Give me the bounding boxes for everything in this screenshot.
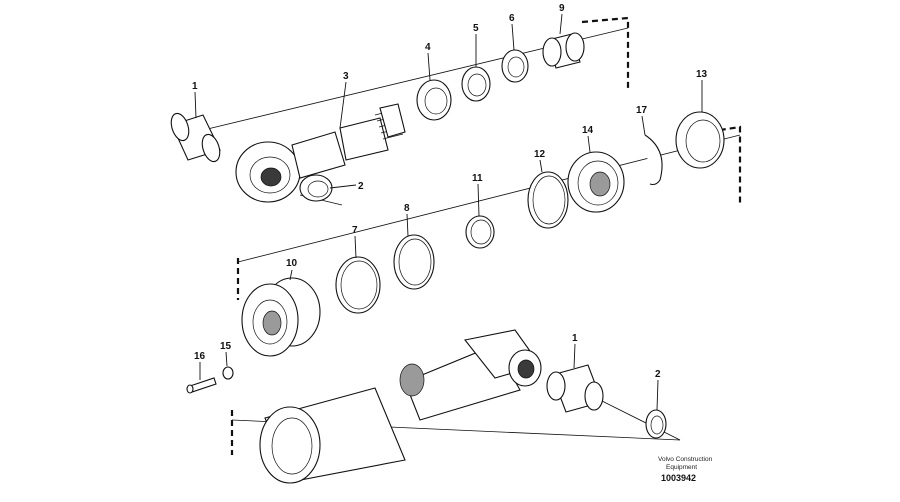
callout-5: 5 [473, 23, 479, 34]
wiper-ring-part-4 [416, 79, 452, 121]
piston-ring-part-13 [675, 111, 725, 169]
callout-leader-lines [194, 13, 703, 411]
o-ring-part-8 [393, 234, 435, 290]
bushing-part-1-lower [546, 364, 604, 413]
lock-ring-part-17 [644, 134, 663, 186]
callout-16: 16 [194, 351, 206, 362]
callout-3: 3 [343, 71, 349, 82]
cylinder-tube [259, 329, 542, 484]
o-ring-part-11 [465, 215, 495, 249]
guide-bushing-part-9 [542, 32, 585, 69]
piston-part-14 [567, 151, 625, 213]
callout-11: 11 [472, 173, 483, 184]
callout-labels: 1 2 3 4 5 6 9 13 17 14 12 11 8 7 10 16 1… [192, 3, 708, 380]
backup-ring-part-7 [335, 256, 381, 314]
callout-15: 15 [220, 341, 232, 352]
callout-9: 9 [559, 3, 565, 14]
callout-14: 14 [582, 125, 594, 136]
seal-ring-part-2-upper [299, 174, 333, 202]
callout-8: 8 [404, 203, 410, 214]
callout-4: 4 [425, 42, 431, 53]
callout-13: 13 [696, 69, 708, 80]
piston-rod-part-3 [235, 103, 406, 203]
callout-2-lower: 2 [655, 369, 661, 380]
washer-part-15 [222, 366, 234, 380]
drawing-footer: Volvo Construction Equipment 1003942 [658, 456, 713, 483]
cylinder-head-part-10 [241, 277, 321, 357]
footer-company-line2: Equipment [666, 464, 697, 471]
callout-2-upper: 2 [358, 181, 364, 192]
callout-7: 7 [352, 225, 358, 236]
bushing-part-1-upper [170, 112, 221, 163]
footer-drawing-id: 1003942 [661, 473, 696, 483]
seal-ring-part-12 [527, 171, 569, 229]
seal-ring-part-2-lower [645, 409, 667, 439]
seal-ring-part-5 [461, 66, 491, 102]
seal-ring-part-6 [501, 49, 529, 83]
callout-12: 12 [534, 149, 546, 160]
callout-6: 6 [509, 13, 515, 24]
callout-10: 10 [286, 258, 298, 269]
footer-company-line1: Volvo Construction [658, 456, 713, 463]
callout-17: 17 [636, 105, 648, 116]
screw-part-16 [186, 377, 217, 394]
callout-1-upper: 1 [192, 81, 198, 92]
callout-1-lower: 1 [572, 333, 578, 344]
